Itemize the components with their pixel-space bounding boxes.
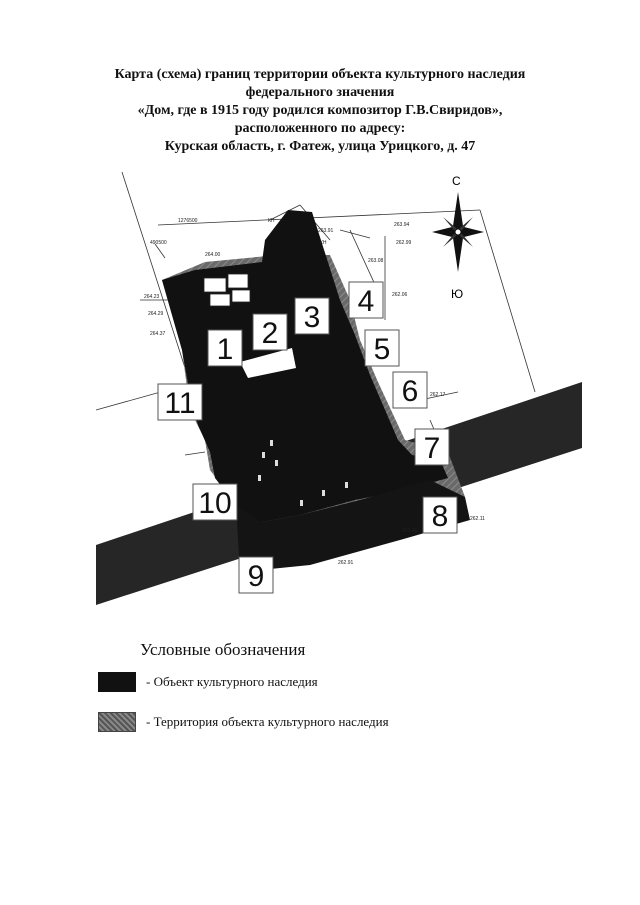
boundary-point-box — [207, 329, 243, 367]
title-line-5: Курская область, г. Фатеж, улица Урицког… — [164, 139, 476, 154]
compass-south-label: Ю — [451, 287, 463, 301]
legend-title: Условные обозначения — [140, 640, 306, 659]
legend-item-object: - Объект культурного наследия — [98, 672, 318, 692]
boundary-point-label: 9 — [248, 560, 265, 593]
title-line-1: Карта (схема) границ территории объекта … — [114, 67, 526, 82]
map-annotation: КН — [320, 240, 327, 246]
map-annotation: 264.00 — [205, 252, 221, 258]
boundary-point-1: 1 — [207, 329, 243, 367]
boundary-point-4: 4 — [348, 281, 384, 319]
boundary-point-3: 3 — [294, 297, 330, 335]
small-buildings — [203, 273, 251, 307]
compass-north-label: С — [452, 174, 461, 188]
legend-swatch-object — [98, 672, 136, 692]
heritage-object — [162, 210, 448, 528]
map-annotation: 263.94 — [394, 222, 410, 228]
map-annotation: КН — [268, 218, 275, 224]
boundary-point-box — [238, 556, 274, 594]
map-annotation: 264.37 — [150, 331, 166, 337]
boundary-point-8: 8 — [422, 496, 458, 534]
map-annotation: 262.06 — [392, 292, 408, 298]
map-annotation: 262.17 — [430, 392, 446, 398]
title-line-3: «Дом, где в 1915 году родился композитор… — [137, 103, 503, 118]
heritage-object-road-part — [236, 480, 470, 572]
boundary-point-label: 6 — [402, 375, 419, 408]
white-notch — [240, 348, 296, 378]
boundary-point-label: 1 — [217, 333, 234, 366]
boundary-point-10: 10 — [192, 483, 238, 521]
legend-label-object: - Объект культурного наследия — [146, 674, 318, 689]
map-annotation: 263.91 — [318, 228, 334, 234]
map-annotation: 262.36 — [402, 528, 418, 534]
boundary-point-9: 9 — [238, 556, 274, 594]
compass-rose — [432, 192, 484, 272]
title-line-4: расположенного по адресу: — [234, 121, 406, 136]
boundary-point-label: 8 — [432, 500, 449, 533]
map-annotation: 262.11 — [470, 516, 485, 522]
map-annotation: 264.29 — [148, 311, 164, 317]
boundary-point-label: 10 — [198, 487, 231, 520]
map-annotations: 4905001276500264.00264.23264.29264.37263… — [144, 218, 485, 566]
boundary-point-box — [192, 483, 238, 521]
map-annotation: 490500 — [150, 240, 167, 246]
boundary-point-label: 2 — [262, 317, 279, 350]
map-title: Карта (схема) границ территории объекта … — [60, 66, 580, 156]
boundary-point-label: 7 — [424, 432, 441, 465]
boundary-point-label: 3 — [304, 301, 321, 334]
boundary-point-box — [294, 297, 330, 335]
boundary-point-box — [157, 383, 203, 421]
boundary-point-label: 11 — [164, 387, 195, 420]
boundary-point-box — [364, 329, 400, 367]
map-annotation: 262.99 — [396, 240, 412, 246]
boundary-point-label: 4 — [358, 285, 375, 318]
boundary-point-box — [392, 371, 428, 409]
boundary-point-7: 7 — [414, 428, 450, 466]
boundary-point-11: 11 — [157, 383, 203, 421]
boundary-point-label: 5 — [374, 333, 391, 366]
map-annotation: 1276500 — [178, 218, 198, 224]
boundary-point-box — [422, 496, 458, 534]
boundary-point-box — [348, 281, 384, 319]
map-annotation: 264.23 — [144, 294, 160, 300]
map-annotation: 262.91 — [338, 560, 354, 566]
boundary-point-6: 6 — [392, 371, 428, 409]
map-annotation: 263.08 — [368, 258, 384, 264]
boundary-point-box — [414, 428, 450, 466]
territory-specks — [258, 440, 348, 506]
boundary-point-box — [252, 313, 288, 351]
boundary-point-5: 5 — [364, 329, 400, 367]
legend-swatch-territory — [98, 712, 136, 732]
boundary-point-2: 2 — [252, 313, 288, 351]
legend-label-territory: - Территория объекта культурного наследи… — [146, 714, 389, 729]
title-line-2: федерального значения — [245, 85, 395, 100]
legend-item-territory: - Территория объекта культурного наследи… — [98, 712, 389, 732]
